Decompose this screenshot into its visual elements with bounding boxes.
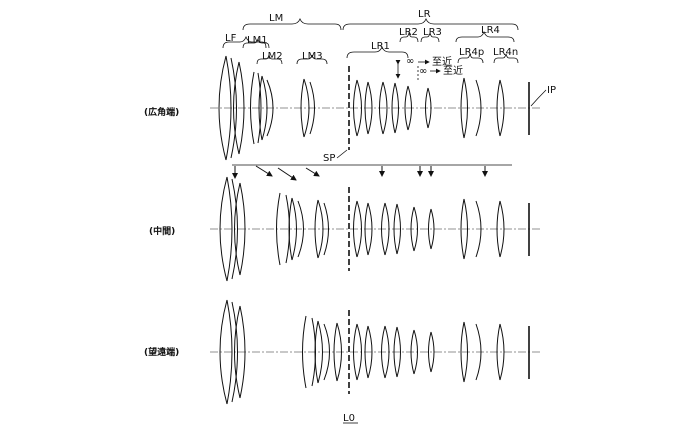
lens-row-tele (219, 299, 530, 405)
focus-near-1: 至近 (432, 55, 452, 68)
focus-near-2: 至近 (443, 64, 463, 77)
label-LR3: LR3 (423, 27, 442, 38)
label-SP: SP (323, 153, 335, 164)
sp-leader (336, 149, 348, 159)
movement-arrows (232, 164, 512, 181)
label-LR4n: LR4n (493, 47, 518, 58)
focus-indicator: ∞ 至近 ∞ 至近 (395, 55, 463, 82)
lens-row-wide (218, 55, 530, 161)
ip-leader (530, 89, 547, 107)
label-LR4: LR4 (481, 25, 500, 36)
lens-row-middle (219, 176, 530, 282)
label-LR1: LR1 (371, 41, 390, 52)
label-LR: LR (418, 9, 431, 20)
label-LM3: LM3 (302, 51, 323, 62)
label-LM1: LM1 (247, 35, 268, 46)
focus-infinity-2: ∞ (419, 66, 427, 77)
label-IP: IP (547, 85, 556, 96)
label-LR4p: LR4p (459, 47, 484, 58)
label-LM2: LM2 (262, 51, 283, 62)
label-LM: LM (269, 13, 283, 24)
group-brackets (222, 17, 519, 65)
figure-label: L0 (343, 413, 355, 424)
focus-infinity-1: ∞ (406, 56, 414, 67)
position-tele: (望遠端) (144, 346, 179, 358)
position-wide: (広角端) (144, 106, 179, 118)
label-LF: LF (225, 33, 237, 44)
position-middle: (中間) (149, 225, 175, 237)
label-LR2: LR2 (399, 27, 418, 38)
